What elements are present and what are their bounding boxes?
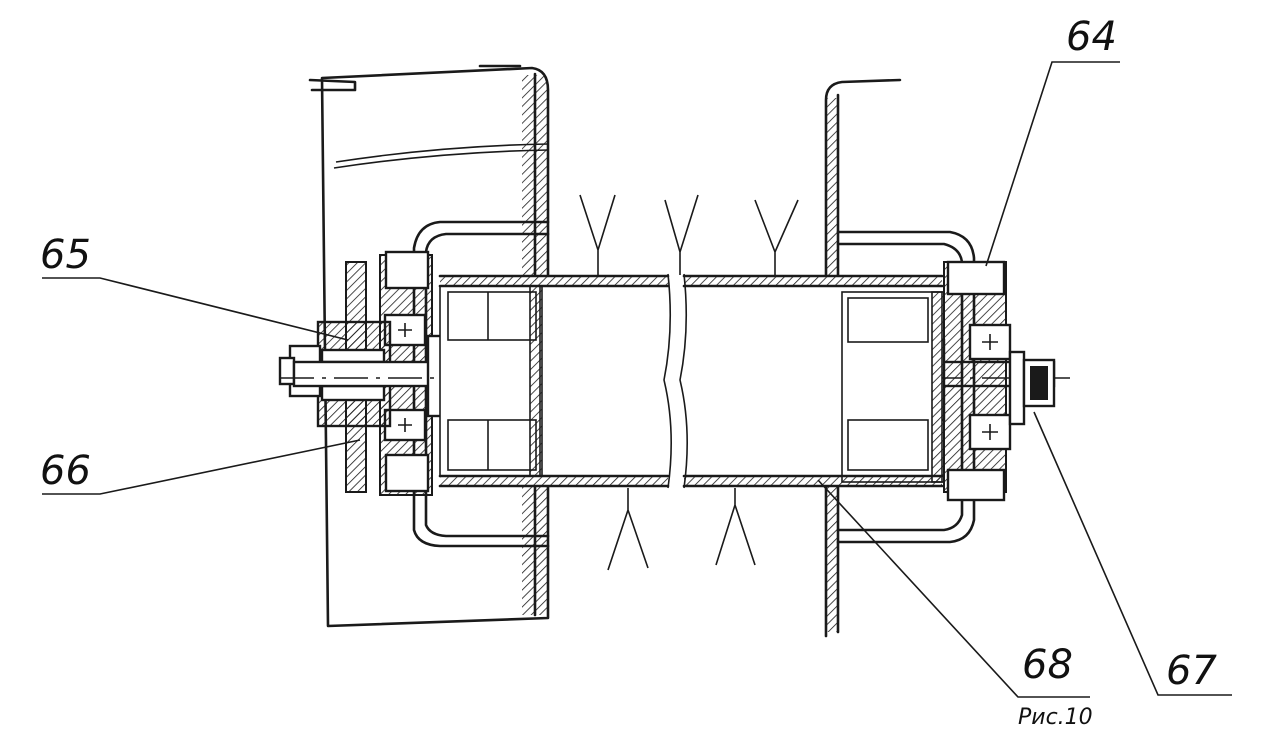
right-bearing-housing	[836, 230, 1056, 544]
roller-tube	[438, 194, 945, 571]
callout-66: 66	[40, 448, 91, 494]
callout-65: 65	[40, 232, 91, 278]
figure-caption: Рис.10	[1018, 705, 1093, 730]
callout-64: 64	[1066, 14, 1117, 60]
callout-67: 67	[1166, 648, 1217, 694]
leader-lines	[42, 61, 1232, 698]
callout-68: 68	[1022, 642, 1073, 688]
